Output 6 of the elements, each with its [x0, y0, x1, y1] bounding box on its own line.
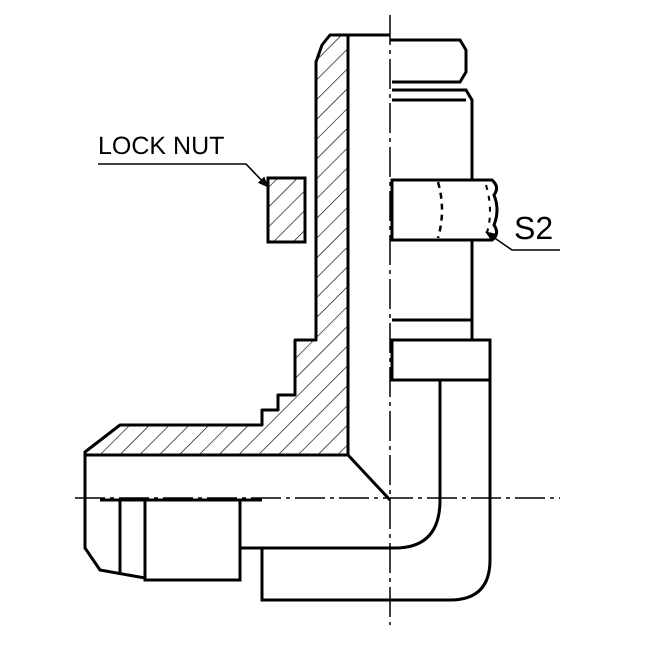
hex-nut — [390, 178, 498, 242]
part-label: S2 — [514, 210, 554, 246]
part-label: LOCK NUT — [98, 132, 224, 160]
leader-line — [98, 163, 269, 188]
lock-nut — [266, 176, 306, 244]
leader-line — [485, 231, 560, 251]
